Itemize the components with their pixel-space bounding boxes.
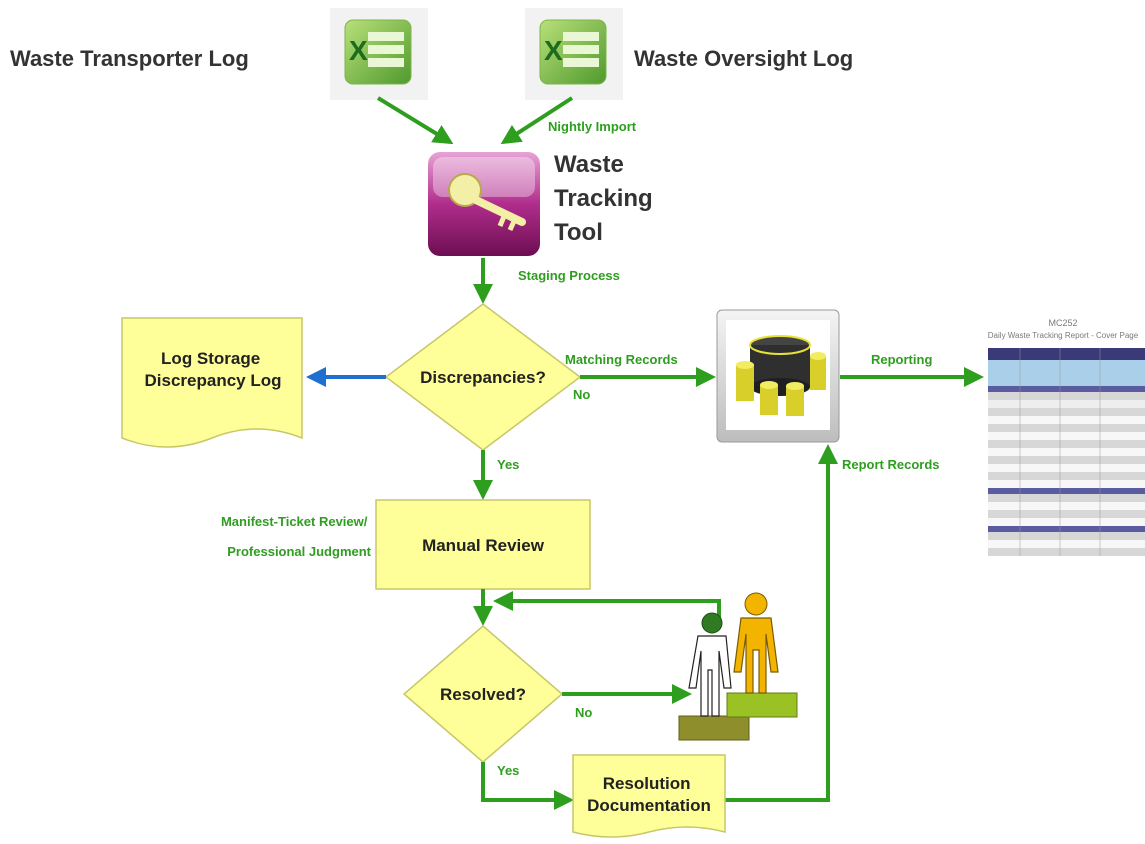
resolution-arrow xyxy=(481,762,574,810)
access-key-icon xyxy=(428,152,540,256)
nightly-import-label: Nightly Import xyxy=(548,119,637,134)
resolution-doc-label: Resolution Documentation xyxy=(587,774,711,815)
manual-review-note-line: Professional Judgment xyxy=(227,544,371,559)
reporting-label: Reporting xyxy=(871,352,932,367)
log-storage-line: Log Storage xyxy=(161,349,260,368)
excel-icon: X xyxy=(330,8,428,100)
svg-text:X: X xyxy=(349,35,368,66)
report-title: MC252 xyxy=(1048,318,1077,328)
matching-records-label: Matching Records xyxy=(565,352,678,367)
report-thumbnail: MC252 Daily Waste Tracking Report - Cove… xyxy=(988,318,1145,556)
manual-review-note: Manifest-Ticket Review/ Professional Jud… xyxy=(221,514,372,559)
tool-title: Waste Tracking Tool xyxy=(554,151,659,246)
manual-review-label: Manual Review xyxy=(422,536,545,555)
yes-label: Yes xyxy=(497,457,519,472)
resolution-document xyxy=(572,754,726,838)
tool-title-line: Waste xyxy=(554,151,624,178)
yes-label: Yes xyxy=(497,763,519,778)
report-records-connector xyxy=(725,444,838,802)
log-storage-document xyxy=(121,317,303,448)
manual-review-box xyxy=(375,499,591,590)
transporter-log-label: Waste Transporter Log xyxy=(10,46,249,71)
svg-text:X: X xyxy=(544,35,563,66)
log-storage-label: Log Storage Discrepancy Log xyxy=(145,349,282,390)
oversight-log-label: Waste Oversight Log xyxy=(634,46,853,71)
no-label: No xyxy=(573,387,590,402)
manual-review-note-line: Manifest-Ticket Review/ xyxy=(221,514,368,529)
staging-process-label: Staging Process xyxy=(518,268,620,283)
resolution-doc-line: Resolution xyxy=(603,774,691,793)
no-label: No xyxy=(575,705,592,720)
resolution-doc-line: Documentation xyxy=(587,796,711,815)
database-server-icon xyxy=(716,309,840,443)
feedback-arrow xyxy=(493,591,721,628)
discrepancies-label: Discrepancies? xyxy=(420,368,546,387)
tool-title-line: Tool xyxy=(554,219,603,246)
people-icon xyxy=(678,592,798,741)
report-subtitle: Daily Waste Tracking Report - Cover Page xyxy=(988,331,1139,340)
report-records-label: Report Records xyxy=(842,457,940,472)
import-arrow-right xyxy=(500,96,574,145)
resolved-label: Resolved? xyxy=(440,685,526,704)
excel-icon: X xyxy=(525,8,623,100)
log-storage-line: Discrepancy Log xyxy=(145,371,282,390)
tool-title-line: Tracking xyxy=(554,185,653,212)
import-arrow-left xyxy=(376,96,454,145)
